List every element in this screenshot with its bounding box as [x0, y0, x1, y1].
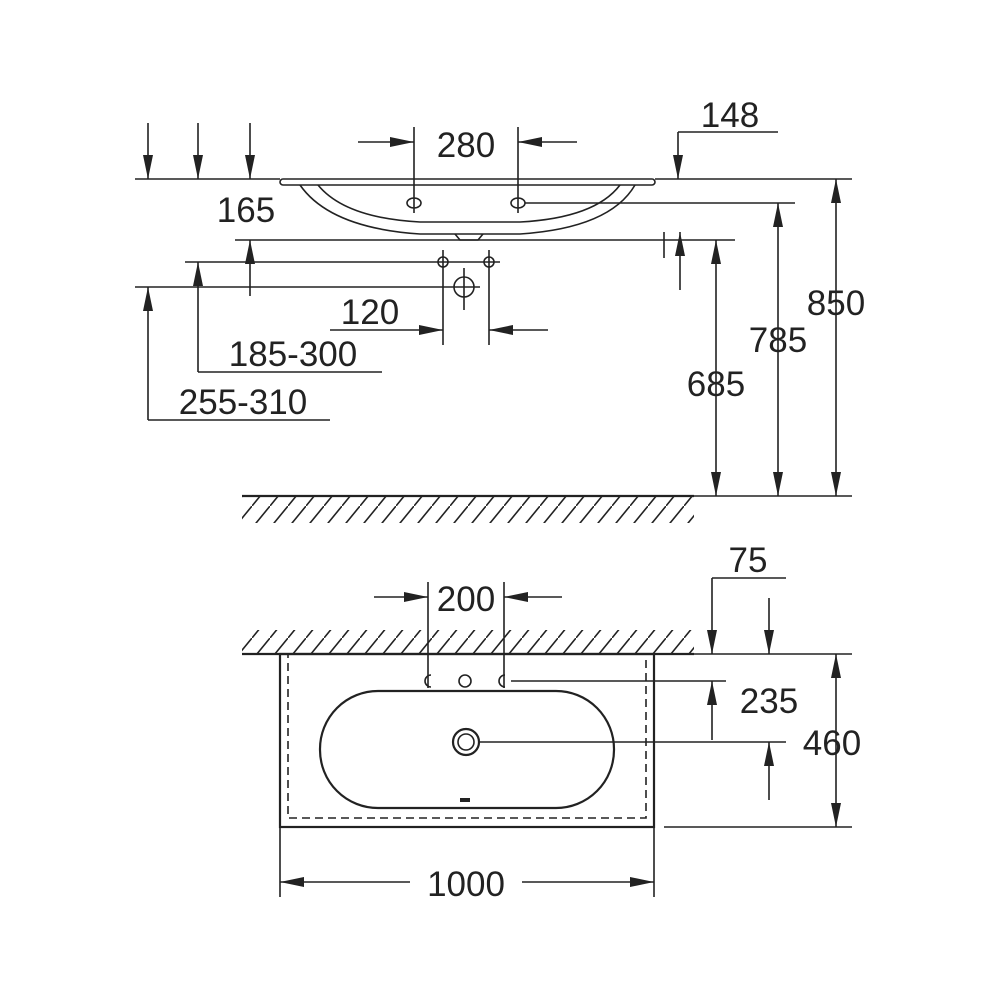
dimension-185-300: 185-300	[193, 262, 382, 374]
label-850: 850	[807, 284, 865, 323]
label-460: 460	[803, 724, 861, 763]
dimension-120: 120	[330, 293, 548, 335]
label-120: 120	[341, 293, 399, 332]
dimension-785: 785	[749, 203, 807, 496]
basin-side-profile	[279, 178, 656, 241]
wall-hatch	[242, 630, 694, 656]
dimension-165: 165	[217, 191, 685, 296]
waste-fixing-points	[437, 250, 495, 345]
label-185-300: 185-300	[229, 335, 357, 374]
label-165: 165	[217, 191, 275, 230]
label-255-310: 255-310	[179, 383, 307, 422]
dimension-255-310: 255-310	[143, 287, 330, 422]
dimension-280: 280	[358, 126, 577, 193]
label-685: 685	[687, 365, 745, 404]
dimension-200: 200	[374, 580, 562, 688]
dimension-235: 235	[479, 680, 798, 800]
basin-top-outline	[278, 652, 656, 829]
dimension-460: 460	[664, 654, 861, 828]
reference-lines	[135, 178, 852, 288]
dimension-1000: 1000	[279, 827, 655, 904]
dimension-148: 148	[673, 96, 778, 179]
label-200: 200	[437, 580, 495, 619]
floor-hatch	[242, 494, 694, 523]
side-view: 280 148 165 120	[135, 96, 865, 523]
label-235: 235	[740, 682, 798, 721]
dimension-75: 75	[694, 541, 852, 655]
top-view: 200 75 235 460	[242, 541, 861, 904]
top-arrows	[143, 123, 255, 179]
label-1000: 1000	[427, 865, 505, 904]
label-75: 75	[729, 541, 768, 580]
label-148: 148	[701, 96, 759, 135]
dimension-685: 685	[687, 240, 745, 496]
tap-holes	[424, 674, 506, 757]
label-785: 785	[749, 321, 807, 360]
dimension-850: 850	[694, 179, 865, 497]
label-280: 280	[437, 126, 495, 165]
